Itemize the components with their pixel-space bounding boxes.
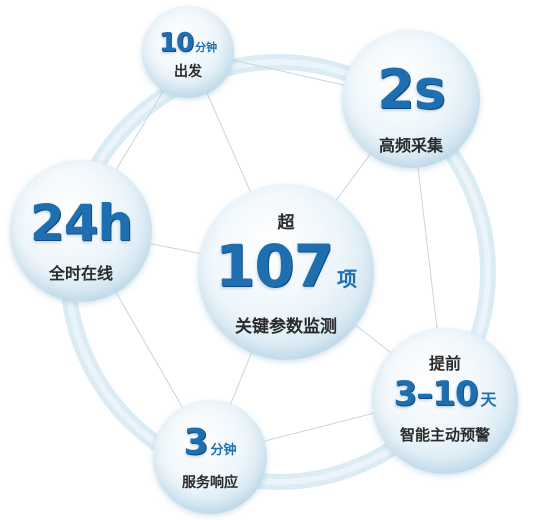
online-number: 24h bbox=[29, 194, 133, 252]
frequency-number: 2s bbox=[377, 58, 446, 121]
warning-number: 3–10 bbox=[393, 374, 479, 414]
online-caption: 全时在线 bbox=[48, 264, 113, 283]
warning-prefix: 提前 bbox=[428, 354, 461, 373]
response-caption: 服务响应 bbox=[182, 475, 238, 491]
bubble-high-frequency: 2s 高频采集 bbox=[342, 30, 480, 168]
warning-caption: 智能主动预警 bbox=[399, 426, 490, 444]
response-unit: 分钟 bbox=[210, 443, 237, 458]
parameters-unit: 项 bbox=[337, 267, 358, 291]
parameters-prefix: 超 bbox=[277, 213, 295, 233]
bubble-always-online: 24h 全时在线 bbox=[10, 160, 152, 302]
warning-unit: 天 bbox=[480, 390, 497, 409]
frequency-caption: 高频采集 bbox=[378, 136, 443, 155]
dispatch-unit: 分钟 bbox=[195, 41, 218, 54]
parameters-caption: 关键参数监测 bbox=[235, 317, 337, 337]
response-number: 3 bbox=[183, 422, 208, 463]
dispatch-number: 10 bbox=[158, 28, 194, 58]
parameters-number: 107 bbox=[214, 232, 334, 300]
dispatch-caption: 出发 bbox=[174, 64, 202, 80]
